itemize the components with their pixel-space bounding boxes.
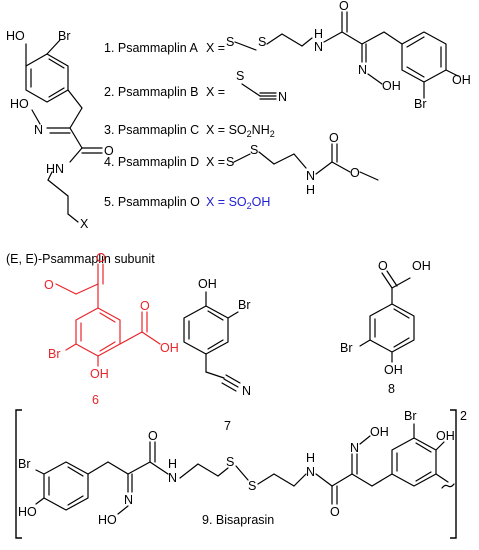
c8-oh: OH — [412, 259, 431, 273]
c9-wavy-bond — [441, 483, 455, 489]
c7-br: Br — [238, 298, 251, 312]
core-x-label: X — [80, 217, 89, 231]
c8-br: Br — [340, 341, 353, 355]
compound-4-name: 4. Psammaplin D — [104, 155, 199, 169]
c9-nh-left-h: H — [168, 457, 177, 471]
pa-nh-n: N — [314, 40, 323, 54]
c9-s1: S — [226, 455, 234, 469]
pa-n: N — [358, 63, 367, 77]
pa-o: O — [339, 0, 349, 13]
c9-br-left: Br — [18, 457, 31, 471]
c6-oh: OH — [90, 367, 109, 381]
core-scaffold: HO Br HO N O HN X — [6, 29, 114, 231]
compound-4-x: X = — [206, 155, 225, 169]
subunit-caption: (E, E)-Psammaplin subunit — [6, 252, 155, 266]
c7-n: N — [242, 384, 251, 398]
c9-br-right: Br — [404, 409, 417, 423]
pd-nh-h: H — [306, 183, 315, 197]
c9-nh-left-n: N — [168, 471, 177, 485]
pd-o: O — [350, 166, 360, 180]
c9-multiplier: 2 — [460, 409, 467, 423]
c6-br: Br — [48, 347, 61, 361]
c6-oh2: OH — [160, 341, 179, 355]
c7-number: 7 — [224, 419, 231, 433]
compound-2-x: X = — [206, 85, 225, 99]
c9-number: 9. Bisaprasin — [202, 513, 274, 527]
pa-s2: S — [258, 35, 266, 49]
compound-5-name: 5. Psammaplin O — [104, 195, 200, 209]
psammaplin-d-group: S S N H O O — [226, 131, 379, 197]
c9-n-right: N — [350, 441, 359, 455]
compound-6: O O Br OH O OH 6 — [44, 251, 179, 407]
pd-s2: S — [250, 143, 258, 157]
core-hn-label: HN — [46, 162, 64, 176]
compound-5-x: X = SO2OH — [206, 195, 270, 211]
pb-s: S — [236, 69, 244, 83]
c6-o-top: O — [44, 278, 54, 292]
pa-br: Br — [414, 97, 427, 111]
core-br-label: Br — [58, 29, 71, 43]
c9-ho-left: HO — [18, 505, 37, 519]
core-n-label: N — [34, 123, 43, 137]
compound-3-x-prefix: X = SO2NH2 — [206, 123, 275, 139]
c9-o-right: O — [330, 505, 340, 519]
c6-number: 6 — [92, 393, 99, 407]
pa-s1: S — [226, 35, 234, 49]
compound-2-name: 2. Psammaplin B — [104, 85, 198, 99]
pd-nh-n: N — [306, 169, 315, 183]
c6-o-carbonyl: O — [96, 251, 106, 265]
compound-9: 2 Br HO N HO O N H S S H N — [15, 409, 467, 539]
pd-s1: S — [226, 155, 234, 169]
psammaplin-b-group: S N — [236, 69, 287, 104]
pa-oh-n: OH — [382, 79, 401, 93]
compound-3-name: 3. Psammaplin C — [104, 123, 199, 137]
compound-1-name: 1. Psammaplin A — [104, 41, 198, 55]
c9-nh-right-h: H — [306, 451, 315, 465]
psammaplin-a-group: S S H N O N OH OH Br — [226, 0, 471, 111]
c9-s2: S — [248, 479, 256, 493]
compound-8: O OH Br OH 8 — [340, 259, 431, 396]
compound-1-x: X = — [206, 41, 225, 55]
c6-o: O — [140, 299, 150, 313]
compound-list: 1. Psammaplin A X = 2. Psammaplin B X = … — [104, 41, 275, 211]
c8-oh2: OH — [384, 363, 403, 377]
compound-7: OH Br N 7 — [183, 277, 251, 433]
c9-oh-n-right: OH — [370, 425, 389, 439]
core-hon-label: HO — [10, 97, 29, 111]
core-ho-label: HO — [6, 29, 25, 43]
core-o-label: O — [104, 144, 114, 158]
c9-oh-right: OH — [436, 429, 455, 443]
pa-nh-h: H — [314, 27, 323, 41]
pa-oh: OH — [452, 73, 471, 87]
c9-n-left: N — [124, 493, 133, 507]
c9-nh-right-n: N — [306, 465, 315, 479]
pd-o-top: O — [329, 131, 339, 145]
c8-o: O — [378, 259, 388, 273]
c8-number: 8 — [388, 382, 395, 396]
c9-hon-left: HO — [98, 513, 117, 527]
c7-oh: OH — [198, 277, 217, 291]
bracket-left — [15, 409, 22, 539]
c9-o-left: O — [148, 429, 158, 443]
bracket-right — [450, 409, 457, 539]
pb-n: N — [278, 90, 287, 104]
